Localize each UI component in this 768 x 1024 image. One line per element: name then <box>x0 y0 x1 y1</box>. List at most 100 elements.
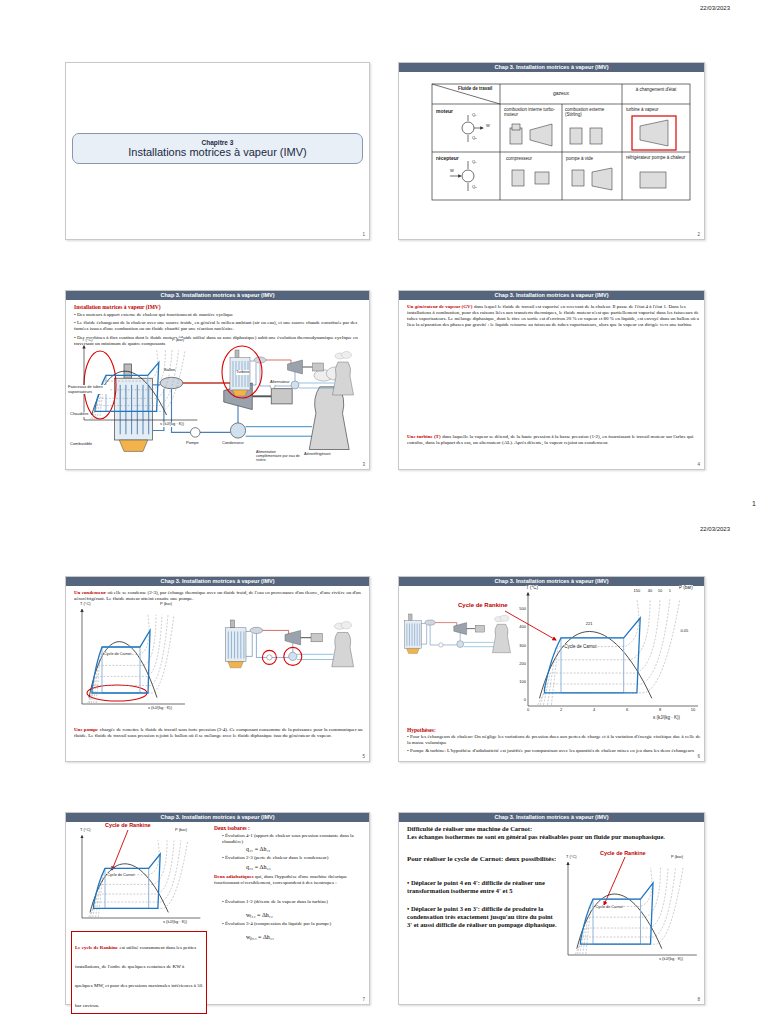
slide-number: 5 <box>362 754 365 759</box>
paragraph: Les échanges isothermes ne sont en génér… <box>407 833 702 841</box>
paragraph: • Déplacer le point 3 en 3': difficile d… <box>407 905 557 929</box>
body-text: • Évolution 4-1 (apport de chaleur sous … <box>222 833 354 844</box>
slide-header: Chap 3. Installation motrices à vapeur (… <box>66 577 369 586</box>
paragraph: Une pompechargée de remettre le fluide d… <box>74 727 366 739</box>
slide-number: 4 <box>697 462 700 467</box>
label: W <box>450 169 454 174</box>
label: Ballon <box>164 368 175 373</box>
chart-label: Cycle de Carnot <box>596 905 623 909</box>
slide-number: 2 <box>697 232 700 237</box>
paragraph: Un générateur de vapeur (GV)dans lequel … <box>407 304 699 328</box>
rankine-cycle <box>545 618 641 693</box>
box-text: Chapitre 3 <box>77 139 358 146</box>
slide-frame: Chap 3. Installation motrices à vapeur (… <box>65 812 370 1005</box>
body-text: • Déplacer le point 4 en 4': difficile d… <box>407 879 545 894</box>
label: Chaudière <box>70 412 88 417</box>
label: Condenseur <box>222 441 244 446</box>
label: gazeux <box>553 91 569 97</box>
label: Alimentation complémentaire par eau de r… <box>256 450 302 462</box>
label: 22/03/2023 <box>700 526 730 533</box>
paragraph: • Déplacer le point 4 en 4': difficile d… <box>407 879 557 895</box>
circle-shape <box>462 122 474 134</box>
paragraph: • Évolution 2-3 (perte de chaleur dans l… <box>222 855 366 861</box>
rect-shape <box>640 172 666 188</box>
paragraph: Installation motrices à vapeur (IMV) <box>74 304 161 311</box>
chart-axes <box>568 862 697 955</box>
carnot-cycle <box>593 899 641 944</box>
isobar <box>544 599 661 705</box>
label: combustion interne turbo-moteur <box>504 107 558 117</box>
label: Q₂ <box>472 185 477 190</box>
highlight-text: Une pompe <box>74 727 98 732</box>
paragraph: Difficulté de réaliser une machine de Ca… <box>407 825 702 833</box>
highlight-text: Installation motrices à vapeur (IMV) <box>74 304 161 310</box>
slide-header: Chap 3. Installation motrices à vapeur (… <box>66 813 369 822</box>
chart-label: s (kJ/(kg · K)) <box>160 422 184 427</box>
box-text: Installations motrices à vapeur (IMV) <box>77 146 358 158</box>
slide-frame: Chap 3. Installation motrices à vapeur (… <box>65 576 370 762</box>
carnot-cycle <box>105 868 149 908</box>
isobar <box>93 840 174 917</box>
body-text: • Des machines à flux continu dont le fl… <box>74 335 358 346</box>
ellipse-shape <box>222 346 262 398</box>
paragraph: Deux isobares : <box>214 825 250 832</box>
chart-label: T (°C) <box>82 338 93 343</box>
slide-frame: 1 Chapitre 3Installations motrices à vape… <box>65 62 370 240</box>
chart-label: s (kJ/(kg · K)) <box>148 706 172 711</box>
chart-label: 6 <box>626 708 628 713</box>
isobar <box>96 840 168 917</box>
paragraph-text: chargée de remettre le fluide de travail… <box>74 727 363 738</box>
slide-header: Chap 3. Installation motrices à vapeur (… <box>399 577 704 586</box>
body-text: q₄₁ = Δh₄₁ <box>246 846 271 852</box>
label: 1 <box>752 500 756 508</box>
path-shape <box>604 857 625 905</box>
paragraph: Hypothèses: <box>407 727 436 734</box>
body-text: Difficulté de réaliser une machine de Ca… <box>407 825 532 832</box>
path-shape <box>432 84 690 200</box>
chart-label: 400 <box>519 625 526 630</box>
chart-label: T (°C) <box>80 602 91 607</box>
isobar <box>586 868 652 954</box>
paragraph: q₂₃ = Δh₂₃ <box>246 864 271 871</box>
label: turbine à vapeur <box>626 107 686 112</box>
path-shape <box>450 161 468 191</box>
chart-label: 0.05 <box>680 629 688 634</box>
rect-shape <box>572 170 584 186</box>
paragraph: wₜ₁₂ = Δh₁₂ <box>246 912 273 919</box>
body-text: q₂₃ = Δh₂₃ <box>246 864 271 870</box>
chart-label: T (°C) <box>526 585 538 590</box>
isobar <box>89 615 168 703</box>
slide-number: 8 <box>697 997 700 1002</box>
chart-label: s (kJ/(kg · K)) <box>163 920 187 925</box>
highlight-frame <box>632 116 676 150</box>
paragraph: Deux adiabatiquesqui, dans l'hypothèse d… <box>214 874 366 886</box>
paragraph-text: où elle se condense (2-3), par échange t… <box>74 590 361 601</box>
highlight-text: Le cycle de Rankine <box>75 945 118 950</box>
circle-shape <box>284 647 302 665</box>
saturation-dome <box>89 642 157 698</box>
label: Aéroréfrigérant <box>304 452 331 457</box>
saturation-dome <box>90 864 168 913</box>
slide-number: 1 <box>362 232 365 237</box>
label: récepteur <box>436 156 459 162</box>
ts-charts <box>82 346 698 955</box>
label: 22/03/2023 <box>700 5 730 12</box>
paragraph: • Évolution 1-2 (détente de la vapeur da… <box>222 899 366 905</box>
label: Faisceaux de tubes vaporisateurs <box>68 385 110 394</box>
paragraph-text: dans laquelle la vapeur se détend, de la… <box>407 434 694 445</box>
body-text: • Des moteurs à apport externe de chaleu… <box>74 312 233 317</box>
paragraph: • Le fluide échangeant de la chaleur ave… <box>74 320 366 332</box>
chart-label: 221 <box>586 622 593 627</box>
rankine-pointers <box>112 611 625 905</box>
note-box: Le cycle de Rankineest utilisé courammen… <box>71 931 207 1014</box>
chart-label: s (kJ/(kg · K)) <box>659 957 683 962</box>
rect-shape <box>512 170 524 186</box>
chart-axes <box>84 346 197 420</box>
paragraph: q₄₁ = Δh₄₁ <box>246 846 271 853</box>
paragraph: Un condenseuroù elle se condense (2-3), … <box>74 590 366 602</box>
chart-label: 200 <box>519 662 526 667</box>
chart-label: P (bar) <box>160 602 172 607</box>
body-text: • Évolution 1-2 (détente de la vapeur da… <box>222 899 328 904</box>
label: combustion externe (Stirling) <box>565 107 619 117</box>
isobar <box>91 615 162 703</box>
